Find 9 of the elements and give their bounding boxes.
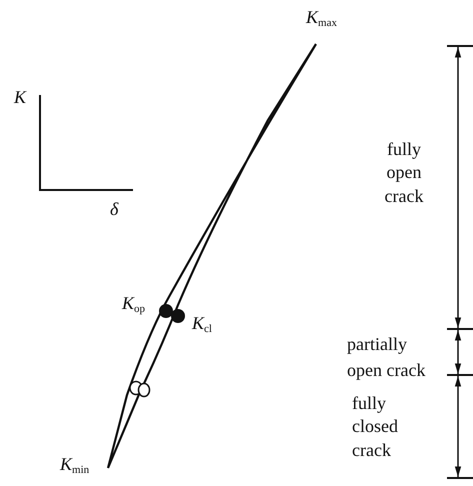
symbol-label: K$_{cl}$ (192, 314, 212, 336)
region-label: fully closed crack (352, 392, 399, 462)
symbol-label: K$_{op}$ (122, 294, 146, 316)
region-label: partially open crack (347, 333, 426, 382)
region-label: fully open crack (384, 138, 424, 208)
symbol-label: K$_{min}$ (60, 455, 90, 477)
symbol-label: K (14, 88, 26, 107)
symbol-label: δ (110, 200, 118, 219)
symbol-label: K$_{max}$ (306, 8, 337, 30)
